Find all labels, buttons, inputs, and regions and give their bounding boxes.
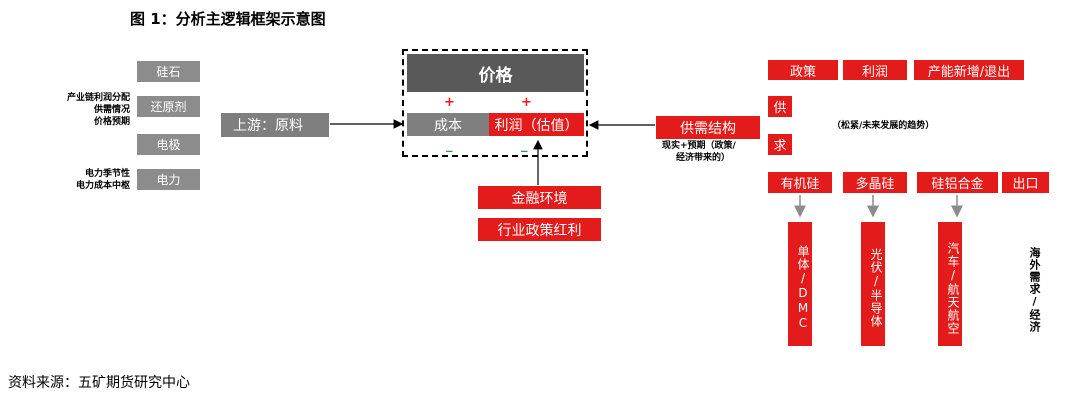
silicon-aluminum-alloy-tag: 硅铝合金	[917, 172, 998, 193]
auto-aerospace-box: 汽车/航天航空	[938, 222, 962, 346]
pv-semiconductor-box: 光伏/半导体	[861, 222, 885, 346]
note-supply-demand: 供需情况	[93, 105, 130, 115]
note-power-cost-center: 电力成本中枢	[75, 181, 130, 191]
industry-policy-bonus-box: 行业政策红利	[478, 218, 601, 241]
cost-minus-sign: _	[446, 138, 453, 153]
trend-note: （松紧/未来发展的趋势）	[832, 121, 935, 131]
financial-environment-box: 金融环境	[478, 186, 601, 209]
cost-plus-sign: +	[444, 95, 455, 110]
note-profit-distribution: 产业链利润分配	[66, 93, 130, 103]
cost-box: 成本	[407, 113, 489, 136]
price-frame	[402, 49, 588, 157]
overseas-demand-label: 海外需求/经济	[1028, 246, 1041, 333]
upstream-item-electrode: 电极	[137, 134, 200, 155]
note-power-seasonality: 电力季节性	[84, 169, 130, 179]
supply-demand-box: 供需结构	[656, 116, 760, 139]
note-economy: 经济带来的）	[676, 153, 731, 163]
upstream-notes-bottom: 电力季节性 电力成本中枢	[20, 168, 130, 192]
export-tag: 出口	[1002, 172, 1049, 193]
upstream-item-reductant: 还原剂	[137, 96, 200, 117]
polysilicon-tag: 多晶硅	[843, 172, 907, 193]
supply-demand-note: 现实+预期（政策/ 经济带来的）	[662, 140, 736, 164]
capacity-change-tag: 产能新增/退出	[914, 60, 1024, 80]
upstream-item-power: 电力	[137, 169, 200, 190]
raw-material-box: 上游：原料	[221, 113, 329, 137]
profit-box: 利润（估值）	[489, 113, 584, 136]
price-header: 价格	[407, 54, 584, 92]
note-reality-expectation: 现实+预期（政策/	[662, 141, 736, 151]
monomer-dmc-box: 单体/DMC	[788, 222, 812, 346]
upstream-item-silica: 硅石	[137, 61, 200, 82]
source-note: 资料来源：五矿期货研究中心	[8, 375, 190, 391]
profit-minus-sign: _	[521, 138, 528, 153]
profit-tag: 利润	[843, 60, 907, 80]
upstream-notes-top: 产业链利润分配 供需情况 价格预期	[20, 92, 130, 128]
demand-tag: 求	[768, 134, 792, 155]
note-price-expectation: 价格预期	[93, 117, 130, 127]
supply-tag: 供	[768, 96, 792, 117]
organosilicon-tag: 有机硅	[768, 172, 832, 193]
profit-plus-sign: +	[521, 95, 532, 110]
figure-title: 图 1：分析主逻辑框架示意图	[130, 10, 326, 28]
policy-tag: 政策	[768, 60, 838, 80]
